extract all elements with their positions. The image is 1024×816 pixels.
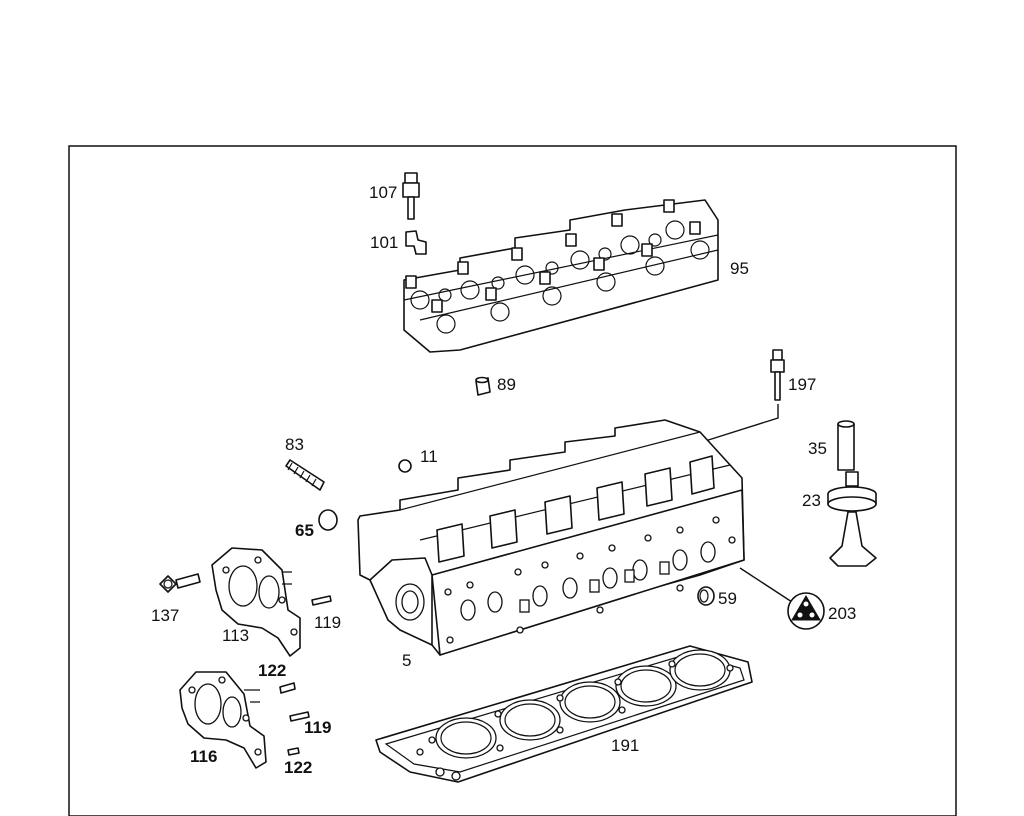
label-23: 23 [802, 491, 821, 510]
label-11: 11 [420, 447, 438, 466]
cap-65 [318, 509, 338, 531]
camshaft-carrier-95 [403, 199, 719, 353]
bolt-197 [770, 349, 785, 401]
valve-23 [827, 471, 877, 567]
cover-116 [179, 671, 267, 769]
label-101: 101 [370, 233, 398, 252]
label-191: 191 [611, 736, 639, 755]
label-113: 113 [222, 626, 249, 645]
diagram-frame [68, 145, 957, 816]
label-137: 137 [151, 606, 179, 625]
label-59: 59 [718, 589, 737, 608]
seal-59-inner [699, 589, 709, 603]
cylinder-head-5 [357, 419, 745, 656]
sleeve-89 [475, 376, 491, 396]
label-119-lower: 119 [304, 718, 331, 737]
head-gasket-191 [375, 645, 753, 783]
marker-203 [787, 592, 825, 630]
bracket-101 [405, 230, 427, 255]
label-197: 197 [788, 375, 816, 394]
pin-122-lower [287, 747, 300, 756]
label-35: 35 [808, 439, 827, 458]
pin-119-lower [289, 711, 310, 722]
label-65: 65 [295, 521, 314, 540]
leader-197 [701, 404, 779, 443]
stud-83 [285, 459, 325, 491]
pin-119-upper [311, 595, 332, 606]
label-5: 5 [402, 651, 411, 670]
plug-11 [398, 459, 412, 473]
cover-113 [211, 547, 301, 657]
leader-203 [739, 567, 793, 603]
pin-122-upper [279, 682, 296, 694]
label-203: 203 [828, 604, 856, 623]
label-122-upper: 122 [258, 661, 286, 680]
bolt-137 [159, 573, 201, 593]
label-83: 83 [285, 435, 304, 454]
label-107: 107 [369, 183, 397, 202]
label-116: 116 [190, 747, 217, 766]
label-119-upper: 119 [314, 613, 341, 632]
label-89: 89 [497, 375, 516, 394]
label-95: 95 [730, 259, 749, 278]
valve-guide-35 [837, 420, 855, 471]
label-122-lower: 122 [284, 758, 312, 777]
bolt-107 [402, 172, 420, 220]
